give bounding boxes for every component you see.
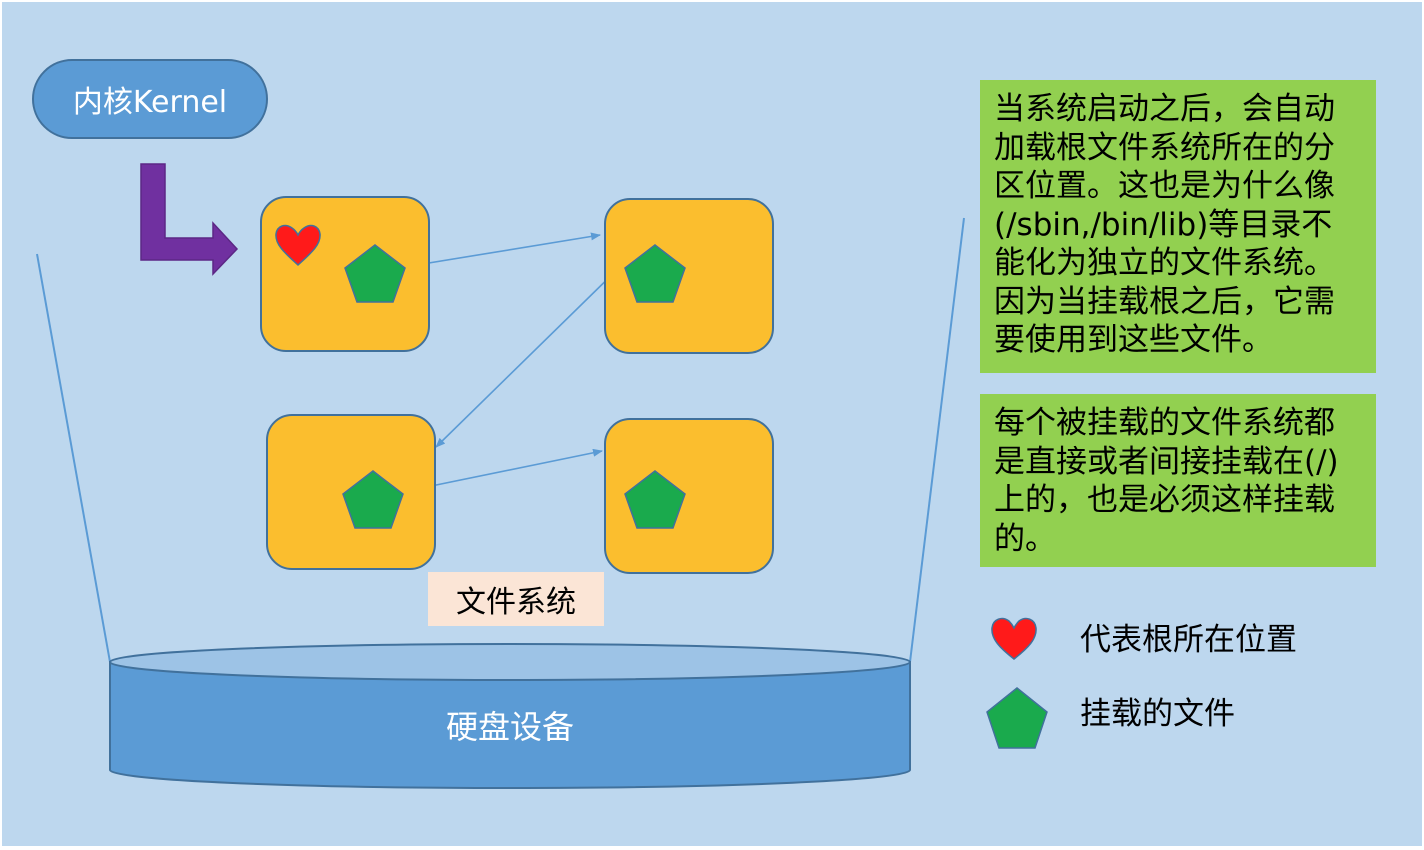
disk-label: 硬盘设备 bbox=[445, 708, 574, 746]
note-text: 每个被挂载的文件系统都是直接或者间接挂载在(/)上的，也是必须这样挂载的。 bbox=[994, 405, 1339, 557]
note-mount-explanation: 每个被挂载的文件系统都是直接或者间接挂载在(/)上的，也是必须这样挂载的。 bbox=[980, 394, 1376, 567]
bucket-left-line bbox=[36, 253, 111, 663]
kernel-label: 内核Kernel bbox=[72, 85, 228, 120]
pentagon-icon bbox=[342, 470, 404, 529]
disk-cylinder bbox=[109, 643, 911, 789]
kernel-node: 内核Kernel bbox=[32, 59, 268, 139]
pentagon-icon bbox=[624, 244, 686, 303]
bucket-right-line bbox=[909, 217, 965, 663]
pentagon-icon bbox=[344, 244, 406, 303]
heart-icon bbox=[275, 224, 321, 267]
note-boot-explanation: 当系统启动之后，会自动加载根文件系统所在的分区位置。这也是为什么像(/sbin,… bbox=[980, 80, 1376, 373]
kernel-boot-arrow bbox=[140, 163, 239, 276]
pentagon-icon bbox=[624, 470, 686, 529]
legend-heart-label: 代表根所在位置 bbox=[1080, 622, 1297, 658]
filesystem-label: 文件系统 bbox=[428, 572, 604, 626]
note-text: 当系统启动之后，会自动加载根文件系统所在的分区位置。这也是为什么像(/sbin,… bbox=[994, 91, 1335, 358]
legend-pentagon-label: 挂载的文件 bbox=[1080, 696, 1235, 732]
mount-arrow-2 bbox=[435, 259, 628, 448]
legend-heart-icon bbox=[991, 617, 1037, 660]
legend-pentagon-icon bbox=[986, 687, 1048, 749]
